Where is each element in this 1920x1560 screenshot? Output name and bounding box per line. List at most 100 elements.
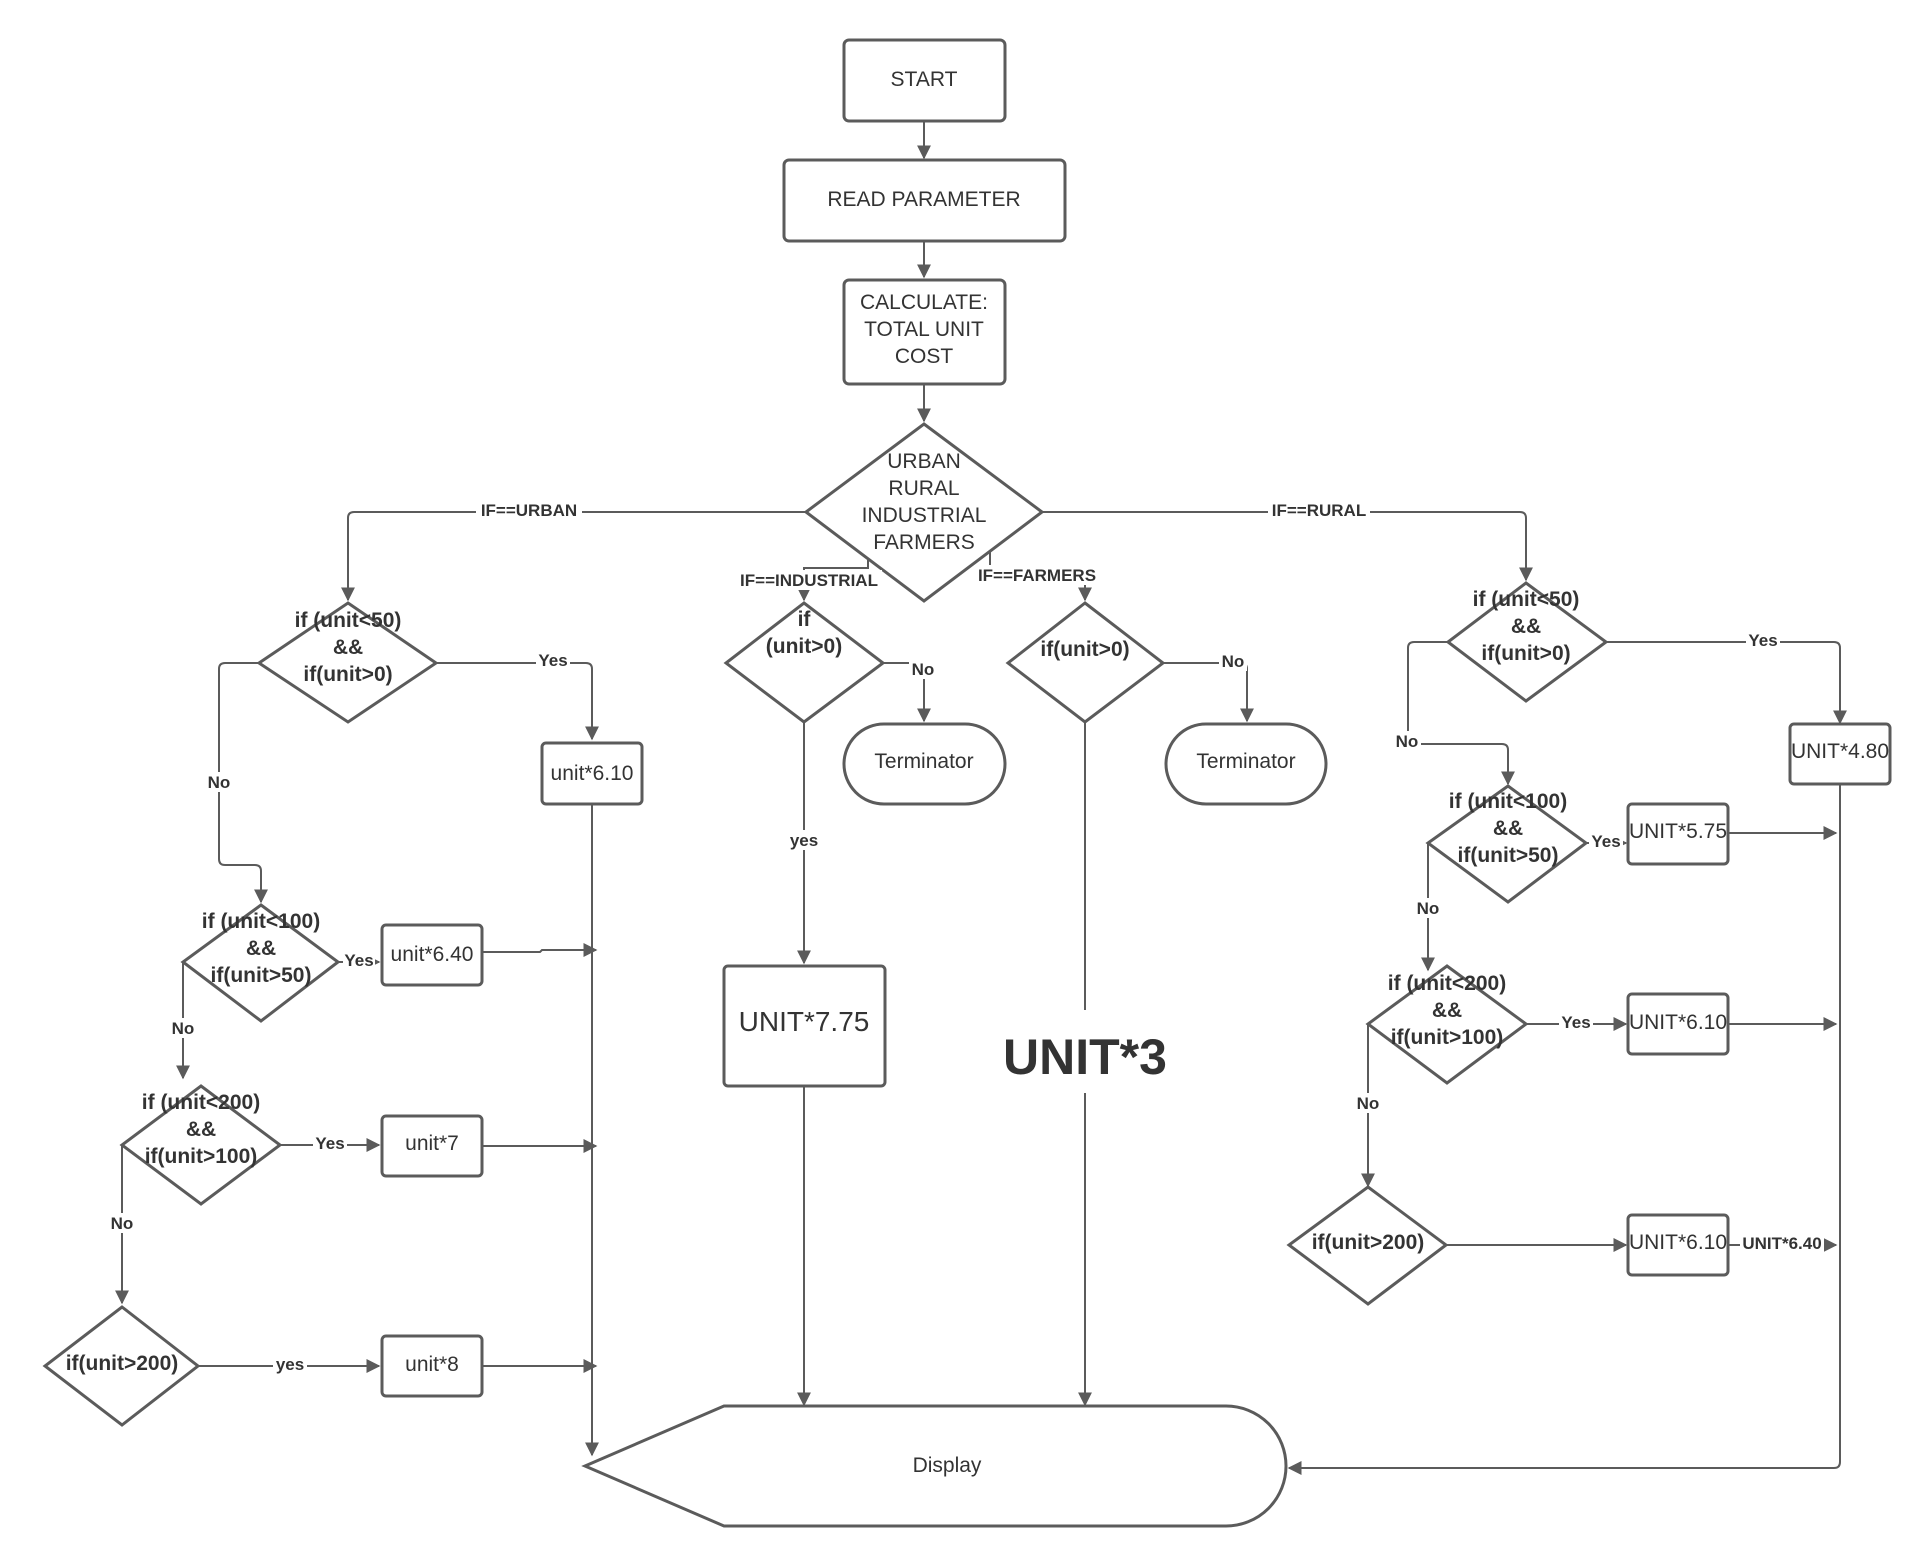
node-urban-r3-label: unit*7 [405, 1132, 459, 1155]
edge-urban-c1-yes [436, 662, 599, 741]
node-urban-c2-line-3: if(unit>50) [211, 964, 312, 987]
edge-label-urban-no-2: No [172, 1019, 195, 1038]
node-rural-r4 [1626, 1213, 1730, 1277]
edge-label-urban-no-3: No [111, 1214, 134, 1233]
node-urban-r2-label: unit*6.40 [391, 943, 474, 966]
edge-label-if-farmers: IF==FARMERS [978, 566, 1096, 585]
edge-label-if-rural: IF==RURAL [1272, 501, 1366, 520]
node-read-label: READ PARAMETER [827, 188, 1020, 211]
node-rural-r2 [1626, 802, 1730, 866]
edge-urban-r2-display [482, 943, 598, 957]
node-farm-cond-label: if(unit>0) [1040, 638, 1129, 661]
node-urban-c4-label: if(unit>200) [66, 1352, 179, 1375]
node-rural-c2-line-2: && [1493, 817, 1523, 840]
edge-rural-branch [1042, 511, 1533, 582]
node-rural-r2-label: UNIT*5.75 [1629, 820, 1727, 843]
node-rural-c1 [1445, 581, 1609, 703]
node-urban-r4 [380, 1334, 484, 1398]
node-urban-r3 [380, 1114, 484, 1178]
node-urban-c2 [180, 903, 341, 1023]
edge-label-urban-yes-4: yes [276, 1355, 304, 1374]
node-urban-r4-label: unit*8 [405, 1353, 459, 1376]
edge-label-urban-no-1: No [208, 773, 231, 792]
edge-urban-c1-no [218, 662, 268, 904]
node-ind-result-label: UNIT*7.75 [739, 1006, 870, 1037]
edge-label-urban-yes-3: Yes [315, 1134, 344, 1153]
node-category-decision [803, 422, 1045, 603]
node-rural-r1 [1788, 722, 1892, 786]
node-calc-line-1: CALCULATE: [860, 291, 988, 314]
node-ind-result [722, 964, 887, 1088]
node-rural-c3-line-1: if (unit<200) [1388, 972, 1506, 995]
edge-label-ind-yes: yes [790, 831, 818, 850]
edge-label-rural-yes-3: Yes [1561, 1013, 1590, 1032]
node-calc [842, 278, 1007, 386]
node-urban-c1-line-1: if (unit<50) [295, 609, 402, 632]
node-display [581, 1404, 1288, 1528]
node-ind-cond [723, 601, 886, 724]
node-urban-c1-line-2: && [333, 636, 363, 659]
edge-label-ind-no: No [912, 660, 935, 679]
node-urban-c1 [256, 601, 439, 724]
node-rural-c1-line-2: && [1511, 615, 1541, 638]
node-rural-c4 [1286, 1185, 1449, 1306]
edge-label-if-urban: IF==URBAN [481, 501, 577, 520]
edge-label-rural-no-2: No [1417, 899, 1440, 918]
edge-label-rural-yes-2: Yes [1591, 832, 1620, 851]
node-rural-c2-line-3: if(unit>50) [1458, 844, 1559, 867]
node-ind-cond-line-2: (unit>0) [766, 635, 842, 658]
edge-label-farm-no: No [1222, 652, 1245, 671]
node-rural-c1-line-1: if (unit<50) [1473, 588, 1580, 611]
node-calc-line-2: TOTAL UNIT [864, 318, 984, 341]
node-rural-c2-line-1: if (unit<100) [1449, 790, 1567, 813]
node-urban-c2-line-2: && [246, 937, 276, 960]
edge-farm-no [1163, 662, 1254, 723]
edge-labels: IF==URBAN IF==RURAL IF==INDUSTRIAL IF==F… [108, 501, 1824, 1375]
node-rural-c3-line-2: && [1432, 999, 1462, 1022]
node-ind-terminator-label: Terminator [874, 750, 973, 773]
node-rural-c4-label: if(unit>200) [1312, 1231, 1425, 1254]
node-urban-c3-line-2: && [186, 1118, 216, 1141]
node-urban-c3-line-1: if (unit<200) [142, 1091, 260, 1114]
edge-label-if-industrial: IF==INDUSTRIAL [740, 571, 878, 590]
edge-label-urban-yes-1: Yes [538, 651, 567, 670]
node-start [842, 38, 1007, 123]
node-urban-r1 [540, 741, 644, 806]
node-rural-r3 [1626, 992, 1730, 1056]
edge-label-urban-yes-2: Yes [344, 951, 373, 970]
node-urban-c3 [119, 1084, 283, 1206]
node-ind-cond-line-1: if [798, 608, 812, 631]
node-urban-c3-line-3: if(unit>100) [145, 1145, 258, 1168]
node-category-line-1: URBAN [887, 450, 961, 473]
edge-rural-c1-yes [1606, 641, 1847, 725]
node-urban-c2-line-1: if (unit<100) [202, 910, 320, 933]
node-rural-r3-label: UNIT*6.10 [1629, 1011, 1727, 1034]
node-category-line-3: INDUSTRIAL [862, 504, 987, 527]
edge-rural-display [1287, 785, 1841, 1475]
edge-label-rural-yes-1: Yes [1748, 631, 1777, 650]
node-start-label: START [891, 68, 958, 91]
node-display-label: Display [913, 1454, 982, 1477]
node-urban-r1-label: unit*6.10 [551, 762, 634, 785]
node-farm-cond [1005, 601, 1166, 724]
node-urban-c1-line-3: if(unit>0) [303, 663, 392, 686]
node-farm-terminator-label: Terminator [1196, 750, 1295, 773]
node-rural-c2 [1425, 784, 1589, 904]
node-category-line-2: RURAL [888, 477, 959, 500]
node-rural-c3 [1365, 964, 1529, 1085]
node-rural-c3-line-3: if(unit>100) [1391, 1026, 1504, 1049]
node-ind-terminator [842, 722, 1007, 806]
node-rural-r4-label: UNIT*6.10 [1629, 1231, 1727, 1254]
node-farm-terminator [1164, 722, 1328, 806]
node-urban-r2 [380, 923, 484, 987]
node-category-line-4: FARMERS [873, 531, 975, 554]
nodes: START READ PARAMETER CALCULATE: TOTAL UN… [42, 38, 1892, 1528]
node-urban-c4 [42, 1305, 201, 1427]
edge-label-rural-r4-out: UNIT*6.40 [1742, 1234, 1821, 1253]
edge-label-rural-no-1: No [1396, 732, 1419, 751]
node-read [782, 158, 1067, 243]
edge-urban-branch [341, 511, 806, 602]
node-calc-line-3: COST [895, 345, 954, 368]
node-rural-r1-label: UNIT*4.80 [1791, 740, 1889, 763]
